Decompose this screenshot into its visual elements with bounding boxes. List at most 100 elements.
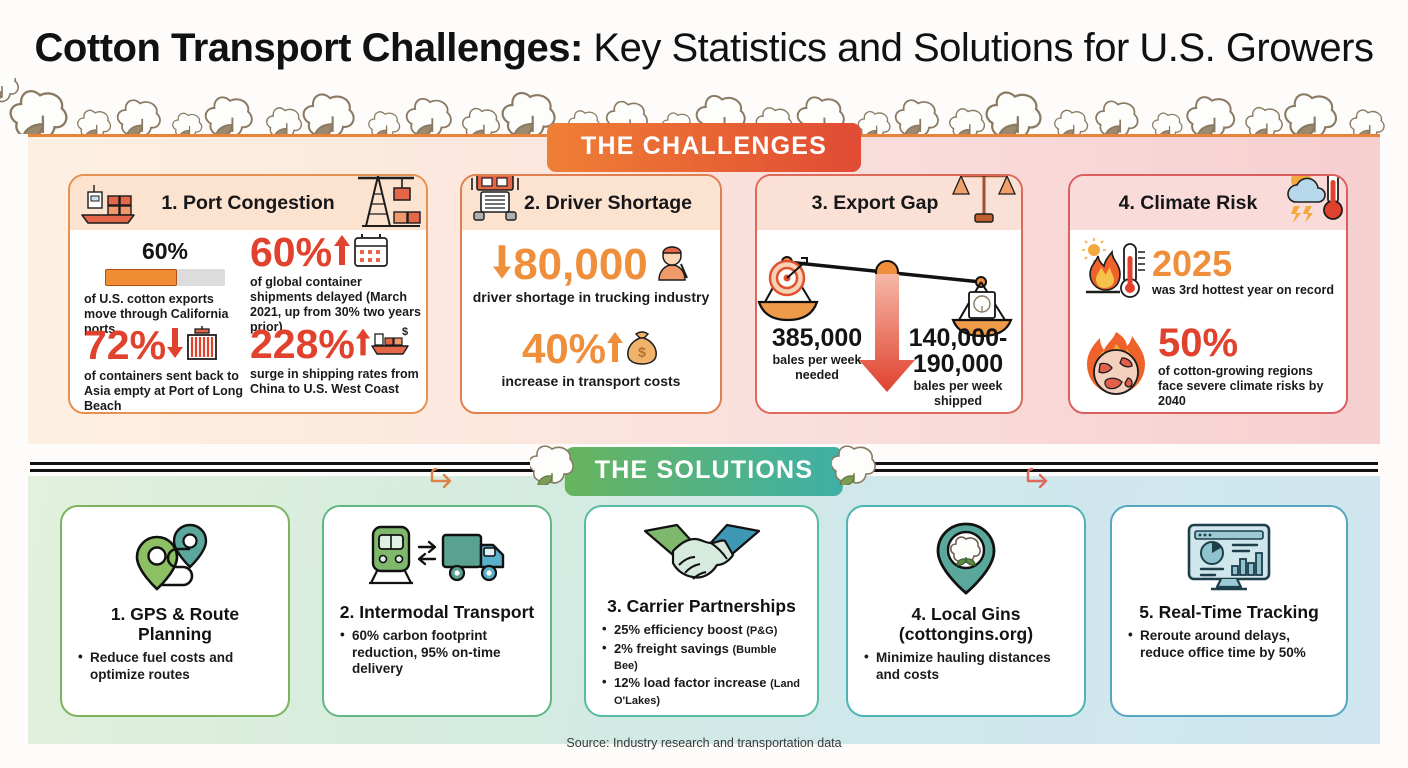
cotton-boll-decoration-left (528, 443, 574, 490)
stat-value: 40% (521, 325, 607, 373)
stat-shipments-delayed: 60% of global container shipments delaye… (250, 232, 422, 335)
stat-empty-containers: 72% of containers sent back to Asia empt… (84, 322, 250, 413)
stat-description: was 3rd hottest year on record (1152, 282, 1335, 297)
handshake-icon (643, 521, 761, 592)
stat-value: 50% (1158, 321, 1239, 365)
card-title: 3. Export Gap (811, 191, 939, 214)
solution-title: 2. Intermodal Transport (339, 602, 535, 622)
challenge-card-driver-shortage[interactable]: 2. Driver Shortage 80,000 drive (460, 174, 722, 414)
card-title: 4. Climate Risk (1118, 191, 1258, 214)
cargo-ship-icon (78, 182, 140, 231)
page-title-light: Key Statistics and Solutions for U.S. Gr… (582, 26, 1374, 70)
solution-card-intermodal-transport[interactable]: 2. Intermodal Transport 60% carbon footp… (322, 505, 552, 717)
stat-description: bales per week shipped (913, 379, 1003, 408)
card-header: 2. Driver Shortage (462, 176, 720, 230)
stat-value: 72% (84, 322, 167, 368)
card-title: 2. Driver Shortage (524, 191, 692, 214)
solution-bullets: 60% carbon footprint reduction, 95% on-t… (334, 627, 540, 677)
solution-title: 5. Real-Time Tracking (1139, 602, 1319, 622)
svg-text:$: $ (638, 344, 646, 360)
card-title: 1. Port Congestion (161, 191, 335, 214)
list-item: 25% efficiency boost (P&G) (602, 621, 801, 638)
page-title-bold: Cotton Transport Challenges: (34, 26, 584, 70)
solution-card-gps-route-planning[interactable]: 1. GPS & Route Planning Reduce fuel cost… (60, 505, 290, 717)
solution-card-carrier-partnerships[interactable]: 3. Carrier Partnerships 25% efficiency b… (584, 505, 819, 717)
card-header: 4. Climate Risk (1070, 176, 1346, 230)
solution-bullets: Reroute around delays, reduce office tim… (1122, 627, 1336, 661)
challenge-flow-arrow-1 (430, 459, 460, 495)
challenge-flow-arrow-3 (1026, 459, 1056, 495)
sun-cloud-thermometer-icon (1274, 176, 1344, 231)
stat-hottest-year: 2025 was 3rd hottest year on record (1080, 238, 1336, 305)
stat-climate-risk-regions: 50% of cotton-growing regions face sever… (1080, 323, 1336, 409)
stat-bales-shipped: 140,000-190,000 bales per week shipped (899, 325, 1017, 409)
stat-port-exports: 60% of U.S. cotton exports move through … (84, 238, 246, 337)
solution-title: 1. GPS & Route Planning (110, 604, 240, 645)
stat-description: of cotton-growing regions face severe cl… (1158, 364, 1324, 408)
arrow-down-icon (491, 243, 513, 286)
source-note: Source: Industry research and transporta… (566, 736, 842, 750)
list-item: Reduce fuel costs and optimize routes (78, 649, 272, 683)
stat-description: increase in transport costs (501, 372, 681, 389)
list-item: 12% load factor increase (Land O'Lakes) (602, 674, 801, 708)
svg-text:$: $ (402, 326, 408, 338)
cargo-ship-dollar-icon: $ (371, 324, 413, 365)
map-pins-route-icon (127, 521, 223, 600)
hot-thermometer-flame-icon (1080, 238, 1148, 305)
truck-driver-icon (651, 242, 691, 287)
dashboard-monitor-icon (1183, 521, 1275, 598)
progress-bar-track (105, 269, 225, 286)
stat-description: driver shortage in trucking industry (472, 289, 710, 305)
challenge-card-port-congestion[interactable]: 1. Port Congestion (68, 174, 428, 414)
solution-bullets: 25% efficiency boost (P&G) 2% freight sa… (596, 621, 807, 708)
burning-earth-icon (1080, 328, 1152, 405)
balance-scale-icon (951, 176, 1017, 233)
stat-description: of U.S. cotton exports move through Cali… (84, 292, 229, 336)
solution-card-local-gins[interactable]: 4. Local Gins (cottongins.org) Minimize … (846, 505, 1086, 717)
stat-description: bales per week needed (772, 353, 862, 382)
card-header: 3. Export Gap (757, 176, 1021, 230)
stat-value: 80,000 (513, 239, 648, 289)
calendar-icon (352, 232, 390, 273)
stat-value: 385,000 (771, 324, 863, 352)
page-title: Cotton Transport Challenges: Key Statist… (0, 26, 1408, 71)
list-item: Reroute around delays, reduce office tim… (1128, 627, 1330, 661)
arrow-up-icon (355, 325, 371, 364)
solution-card-real-time-tracking[interactable]: 5. Real-Time Tracking Reroute around del… (1110, 505, 1348, 717)
solution-bullets: Reduce fuel costs and optimize routes (72, 649, 278, 683)
challenges-banner: THE CHALLENGES (547, 123, 861, 172)
list-item: 2% freight savings (Bumble Bee) (602, 640, 801, 674)
solutions-banner: THE SOLUTIONS (564, 447, 844, 496)
stat-value: 228% (250, 321, 355, 367)
solution-title: 3. Carrier Partnerships (607, 596, 796, 616)
stat-bales-needed: 385,000 bales per week needed (761, 326, 873, 383)
port-crane-icon (350, 176, 422, 235)
stat-shipping-rates: 228% $ surge in shipping r (250, 324, 422, 397)
stat-value: 60% (141, 238, 189, 264)
cotton-border-decoration (0, 78, 1408, 134)
solution-title: 4. Local Gins (cottongins.org) (898, 604, 1034, 645)
stat-description: of global container shipments delayed (M… (250, 275, 421, 334)
stat-driver-shortage: 80,000 (462, 242, 720, 287)
list-item: 60% carbon footprint reduction, 95% on-t… (340, 627, 534, 677)
progress-bar-fill (105, 269, 177, 286)
stat-description: surge in shipping rates from China to U.… (250, 367, 419, 396)
arrow-up-icon (333, 233, 351, 272)
list-item: Minimize hauling distances and costs (864, 649, 1068, 683)
shipping-container-icon (184, 324, 220, 367)
stat-description: of containers sent back to Asia empty at… (84, 369, 244, 413)
train-truck-exchange-icon (367, 521, 507, 598)
solution-cards: 1. GPS & Route Planning Reduce fuel cost… (0, 505, 1408, 725)
money-bag-icon: $ (624, 328, 660, 371)
challenge-card-climate-risk[interactable]: 4. Climate Risk (1068, 174, 1348, 414)
stat-transport-costs: 40% $ (462, 328, 720, 371)
semi-truck-icon (468, 176, 522, 231)
card-header: 1. Port Congestion (70, 176, 426, 230)
stat-value: 2025 (1152, 242, 1233, 284)
cotton-boll-decoration-right (830, 443, 876, 490)
cotton-location-pin-icon (928, 521, 1004, 600)
challenge-cards: 1. Port Congestion (0, 174, 1408, 489)
stat-value: 60% (250, 229, 333, 275)
challenge-card-export-gap[interactable]: 3. Export Gap (755, 174, 1023, 414)
